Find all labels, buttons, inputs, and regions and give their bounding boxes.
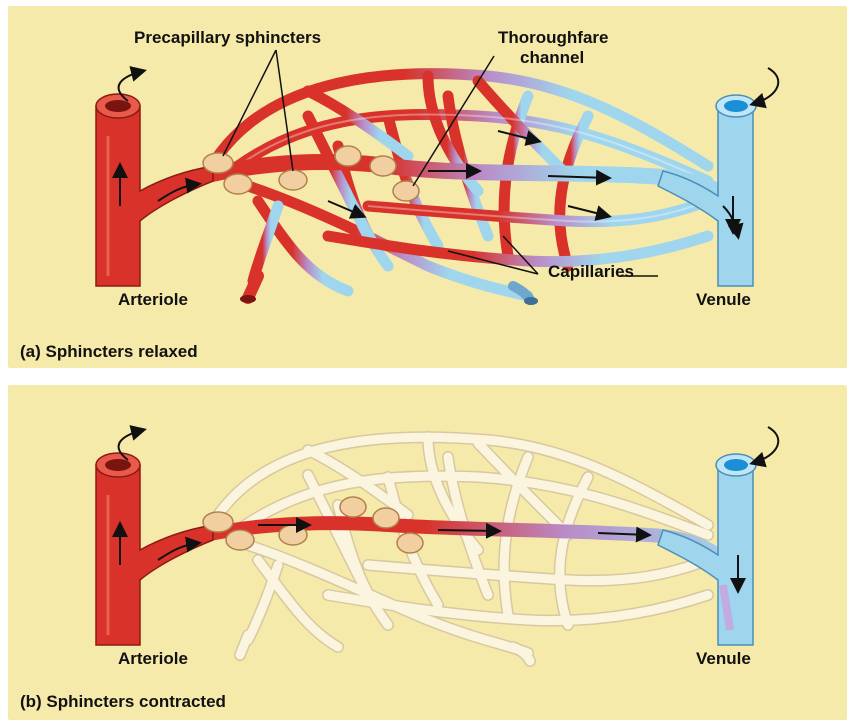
label-precapillary-sphincters: Precapillary sphincters — [134, 28, 321, 48]
venule-vessel — [658, 454, 756, 645]
panel-sphincters-contracted: Arteriole Venule (b) Sphincters contract… — [8, 385, 847, 720]
caption-relaxed: (a) Sphincters relaxed — [20, 342, 198, 362]
sphincter — [397, 533, 423, 553]
empty-capillary-network — [218, 437, 708, 661]
panel-sphincters-relaxed: Precapillary sphincters Thoroughfare cha… — [8, 6, 847, 368]
sphincter — [203, 153, 233, 173]
label-venule: Venule — [696, 290, 751, 310]
sphincter — [373, 508, 399, 528]
label-thoroughfare: Thoroughfare — [498, 28, 609, 48]
label-capillaries: Capillaries — [548, 262, 634, 282]
diagram-contracted — [8, 385, 847, 720]
sphincter — [279, 525, 307, 545]
sphincter — [203, 512, 233, 532]
sphincter — [340, 497, 366, 517]
label-channel: channel — [520, 48, 584, 68]
stub-opening — [240, 295, 256, 303]
label-arteriole: Arteriole — [118, 649, 188, 669]
sphincter — [226, 530, 254, 550]
stub-opening — [524, 297, 538, 305]
sphincter — [279, 170, 307, 190]
caption-contracted: (b) Sphincters contracted — [20, 692, 226, 712]
arteriole-vessel — [96, 94, 213, 286]
sphincter — [224, 174, 252, 194]
sphincter — [335, 146, 361, 166]
diagram-relaxed — [8, 6, 847, 368]
venule-vessel — [658, 95, 756, 286]
sphincter — [370, 156, 396, 176]
label-arteriole: Arteriole — [118, 290, 188, 310]
arteriole-vessel — [96, 453, 213, 645]
label-venule: Venule — [696, 649, 751, 669]
